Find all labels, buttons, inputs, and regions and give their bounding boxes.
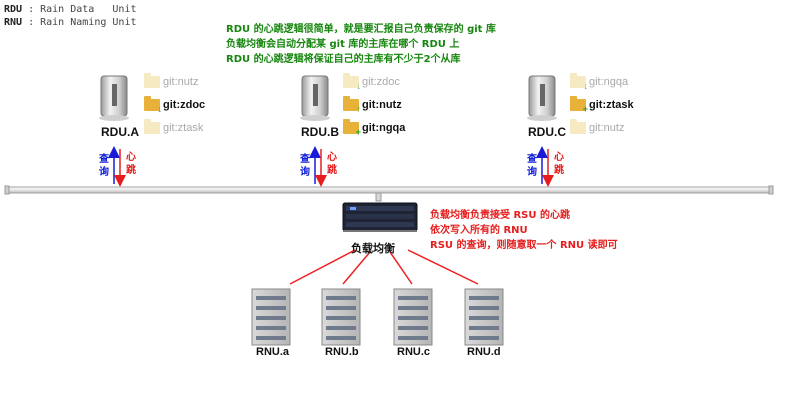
lb-links <box>289 249 479 285</box>
load-balancer-note: 负载均衡负责接受 RSU 的心跳 依次写入所有的 RNU RSU 的查询，则随意… <box>430 210 618 251</box>
repo-item: ↑git:nutz <box>343 96 402 114</box>
rdu-b-arrows <box>309 146 327 187</box>
rdu-c-label: RDU.C <box>528 125 566 139</box>
arrow-icon: + <box>582 104 588 114</box>
rdu-b-label: RDU.B <box>301 125 339 139</box>
legend-rdu: RDU : Rain Data Unit <box>4 4 137 15</box>
rnu-b-server-icon <box>321 288 361 346</box>
repo-item: +git:ztask <box>570 96 634 114</box>
repo-item: ↓git:zdoc <box>343 73 400 91</box>
load-balancer-icon <box>342 202 418 232</box>
arrow-icon: + <box>355 127 361 137</box>
repo-item: git:nutz <box>570 119 624 134</box>
rdu-heartbeat-note: RDU 的心跳逻辑很简单，就是要汇报自己负责保存的 git 库 负载均衡会自动分… <box>226 24 496 65</box>
query-label: 查询 <box>300 154 310 178</box>
rnu-b-label: RNU.b <box>325 346 359 358</box>
arrow-icon: ↓ <box>157 104 163 114</box>
folder-icon: ↓ <box>343 73 362 91</box>
arrow-icon: ↓ <box>356 81 362 91</box>
arrow-icon: ↑ <box>356 104 362 114</box>
rdu-a-arrows <box>108 146 126 187</box>
rnu-d-label: RNU.d <box>467 346 501 358</box>
legend-word: Rain <box>40 4 65 15</box>
query-label: 查询 <box>99 154 109 178</box>
rdu-b-server-icon <box>300 75 330 121</box>
query-label: 查询 <box>527 154 537 178</box>
repo-item: git:ztask <box>144 119 203 134</box>
folder-icon <box>570 119 586 134</box>
heartbeat-label: 心跳 <box>554 152 564 176</box>
folder-icon: + <box>570 96 588 114</box>
rnu-a-server-icon <box>251 288 291 346</box>
load-balancer-label: 负载均衡 <box>351 242 395 255</box>
rnu-a-label: RNU.a <box>256 346 290 358</box>
folder-icon: ↑ <box>343 96 362 114</box>
rdu-a-label: RDU.A <box>101 125 139 139</box>
heartbeat-label: 心跳 <box>327 152 337 176</box>
folder-icon: ↓ <box>570 73 589 91</box>
rdu-c-arrows <box>536 146 554 187</box>
folder-icon: + <box>343 119 361 137</box>
folder-icon <box>144 73 160 88</box>
rdu-c-server-icon <box>527 75 557 121</box>
folder-icon: ↓ <box>144 96 163 114</box>
rdu-a-server-icon <box>99 75 129 121</box>
heartbeat-label: 心跳 <box>126 152 136 176</box>
folder-icon <box>144 119 160 134</box>
network-bus <box>4 185 774 202</box>
rnu-d-server-icon <box>464 288 504 346</box>
legend-rnu: RNU : Rain Naming Unit <box>4 17 137 28</box>
repo-item: ↓git:zdoc <box>144 96 205 114</box>
rnu-c-server-icon <box>393 288 433 346</box>
repo-item: ↓git:ngqa <box>570 73 628 91</box>
rnu-c-label: RNU.c <box>397 346 431 358</box>
repo-item: +git:ngqa <box>343 119 405 137</box>
repo-item: git:nutz <box>144 73 198 88</box>
arrow-icon: ↓ <box>583 81 589 91</box>
